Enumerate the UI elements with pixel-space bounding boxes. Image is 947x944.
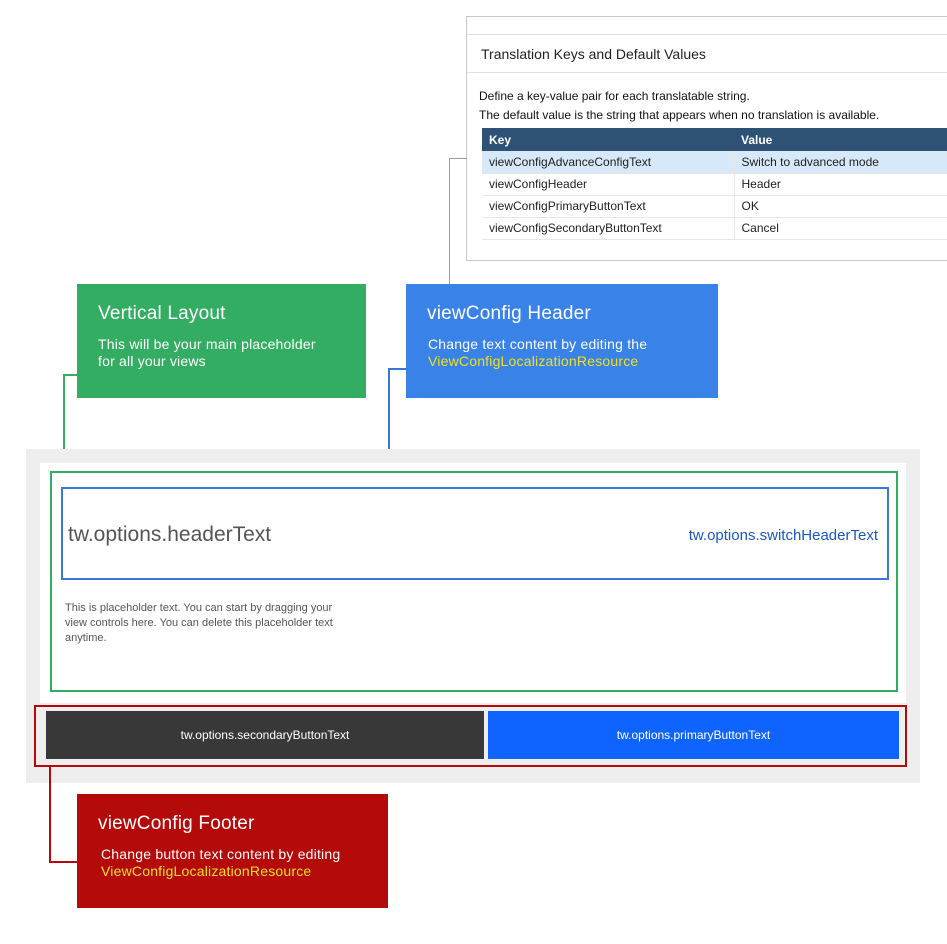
- connector-line-green-v: [63, 374, 65, 472]
- annotation-title: viewConfig Header: [427, 303, 591, 324]
- connector-line-gray-h: [449, 158, 467, 159]
- annotation-viewconfig-header: viewConfig Header Change text content by…: [406, 284, 718, 398]
- annotation-text-line1: This will be your main placeholder: [98, 336, 316, 352]
- row-key-cell[interactable]: viewConfigSecondaryButtonText: [482, 217, 735, 240]
- panel-description-line2: The default value is the string that app…: [479, 108, 880, 122]
- annotation-text-line1: Change button text content by editing: [101, 846, 341, 862]
- row-value-cell[interactable]: Switch to advanced mode: [734, 151, 947, 174]
- connector-line-blue-v: [388, 368, 390, 488]
- panel-top-bar: [467, 17, 947, 35]
- secondary-button[interactable]: tw.options.secondaryButtonText: [46, 711, 484, 759]
- table-row[interactable]: viewConfigSecondaryButtonText Cancel: [482, 217, 947, 240]
- table-row[interactable]: viewConfigAdvanceConfigText Switch to ad…: [482, 151, 947, 174]
- translation-table: Key Value viewConfigAdvanceConfigText Sw…: [482, 128, 947, 240]
- placeholder-line3: anytime.: [65, 632, 107, 644]
- placeholder-line2: view controls here. You can delete this …: [65, 617, 333, 629]
- annotation-highlight-resource: ViewConfigLocalizationResource: [101, 863, 312, 879]
- row-value-cell[interactable]: OK: [734, 195, 947, 218]
- annotation-vertical-layout: Vertical Layout This will be your main p…: [77, 284, 366, 398]
- row-key-cell[interactable]: viewConfigAdvanceConfigText: [482, 151, 735, 174]
- table-row[interactable]: viewConfigPrimaryButtonText OK: [482, 195, 947, 218]
- annotation-viewconfig-footer: viewConfig Footer Change button text con…: [77, 794, 388, 908]
- annotation-highlight-resource: ViewConfigLocalizationResource: [428, 353, 639, 369]
- placeholder-text: This is placeholder text. You can start …: [65, 601, 365, 646]
- connector-line-red-v: [49, 767, 51, 863]
- annotation-text-line1: Change text content by editing the: [428, 336, 648, 352]
- switch-header-link[interactable]: tw.options.switchHeaderText: [688, 527, 878, 544]
- column-header-key[interactable]: Key: [482, 128, 734, 151]
- view-header-outline: [61, 487, 889, 580]
- panel-title: Translation Keys and Default Values: [481, 46, 706, 62]
- primary-button[interactable]: tw.options.primaryButtonText: [488, 711, 899, 759]
- panel-divider: [467, 72, 947, 73]
- panel-description-line1: Define a key-value pair for each transla…: [479, 89, 750, 103]
- translation-keys-panel: Translation Keys and Default Values Defi…: [466, 16, 947, 261]
- placeholder-line1: This is placeholder text. You can start …: [65, 602, 333, 614]
- table-header-row: Key Value: [482, 128, 947, 151]
- table-row[interactable]: viewConfigHeader Header: [482, 173, 947, 196]
- preview-content-area: [40, 463, 906, 703]
- vertical-layout-outline: [50, 471, 898, 692]
- connector-line-red-h: [49, 861, 77, 863]
- row-key-cell[interactable]: viewConfigPrimaryButtonText: [482, 195, 735, 218]
- row-value-cell[interactable]: Cancel: [734, 217, 947, 240]
- view-footer-outline: [34, 705, 907, 767]
- connector-line-green-h: [63, 374, 77, 376]
- row-key-cell[interactable]: viewConfigHeader: [482, 173, 735, 196]
- connector-line-gray-v: [449, 158, 450, 284]
- connector-line-blue-h: [388, 368, 406, 370]
- annotation-text-line2: for all your views: [98, 353, 206, 369]
- annotation-title: Vertical Layout: [98, 303, 226, 324]
- annotation-title: viewConfig Footer: [98, 813, 255, 834]
- row-value-cell[interactable]: Header: [734, 173, 947, 196]
- view-header-text: tw.options.headerText: [68, 523, 272, 546]
- column-header-value[interactable]: Value: [734, 128, 947, 151]
